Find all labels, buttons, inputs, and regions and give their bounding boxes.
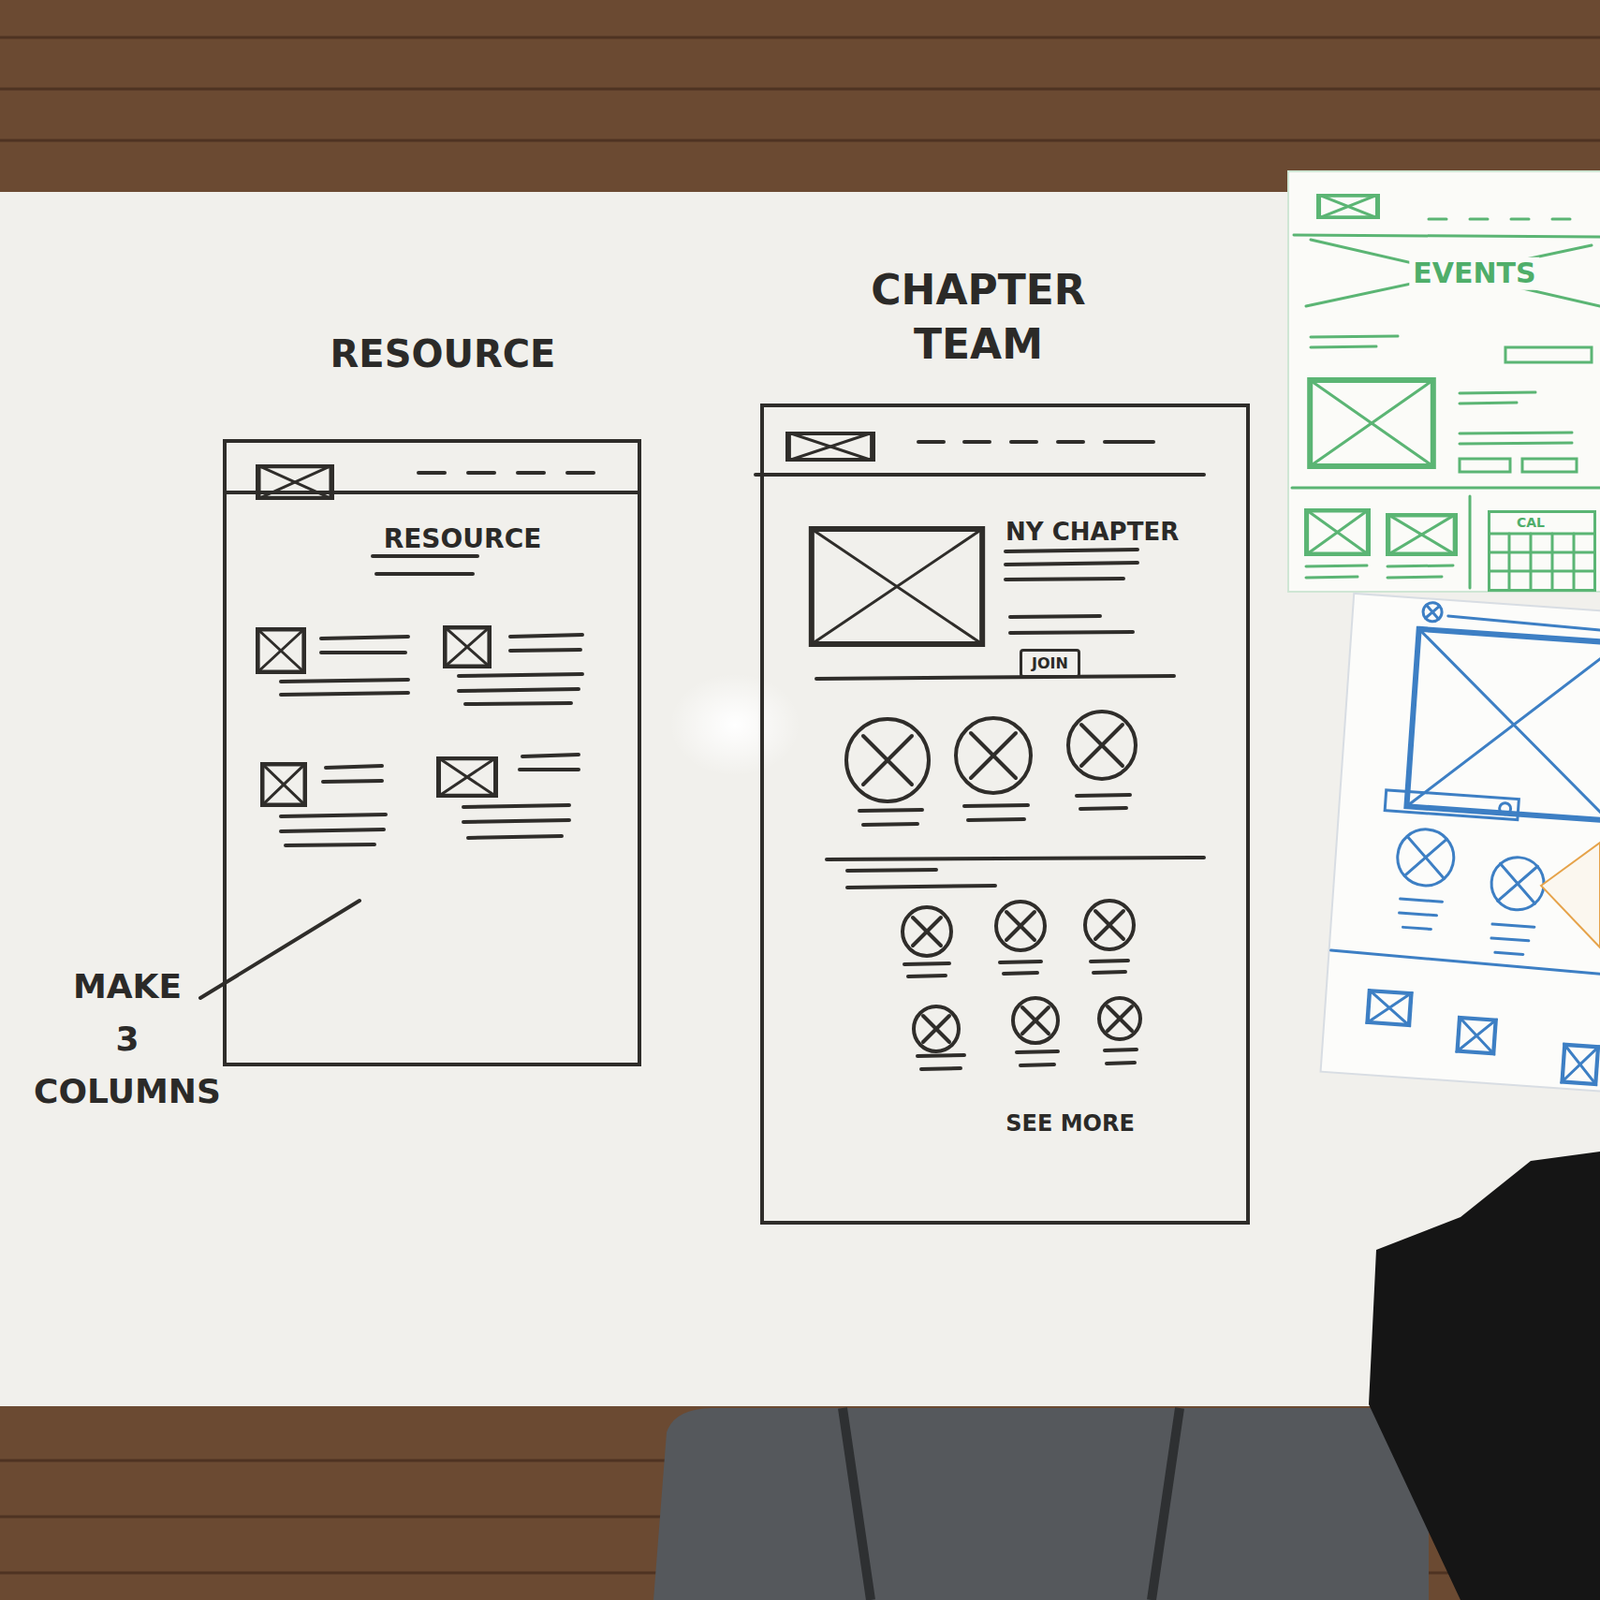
events-sketch: [1291, 194, 1600, 590]
blue-paper-sketch: [1321, 593, 1600, 1092]
resource-sketch: [224, 465, 640, 846]
chapter-sketch: [755, 432, 1204, 1070]
bag: [653, 1408, 1429, 1600]
glare: [669, 673, 801, 777]
section-title: NY CHAPTER: [1005, 518, 1179, 547]
button-label: JOIN: [1031, 655, 1069, 673]
page-title: RESOURCE: [383, 524, 543, 555]
jacket: [1368, 1151, 1600, 1600]
wireframe-heading: CHAPTER TEAM: [856, 263, 1101, 372]
paper-sheet: [1288, 171, 1600, 592]
link-text: SEE MORE: [1005, 1111, 1135, 1138]
page-wireframe: RESOURCERESOURCE: [222, 439, 642, 1067]
wireframe-heading: RESOURCE: [330, 332, 557, 376]
calendar-label: CAL: [1516, 514, 1545, 530]
page-wireframe: CHAPTER TEAMNY CHAPTERSEE MOREJOIN: [760, 403, 1250, 1225]
bag-straps: [842, 1408, 1180, 1600]
crossed-heading: EVENTS: [1409, 257, 1540, 291]
orange-paper-corner: [1541, 842, 1600, 948]
calendar-box: CAL: [1487, 510, 1597, 592]
note-text: MAKE 3 COLUMNS: [33, 960, 221, 1118]
button-box: JOIN: [1019, 648, 1081, 678]
paper-sketch: EVENTS CAL: [1288, 171, 1600, 592]
